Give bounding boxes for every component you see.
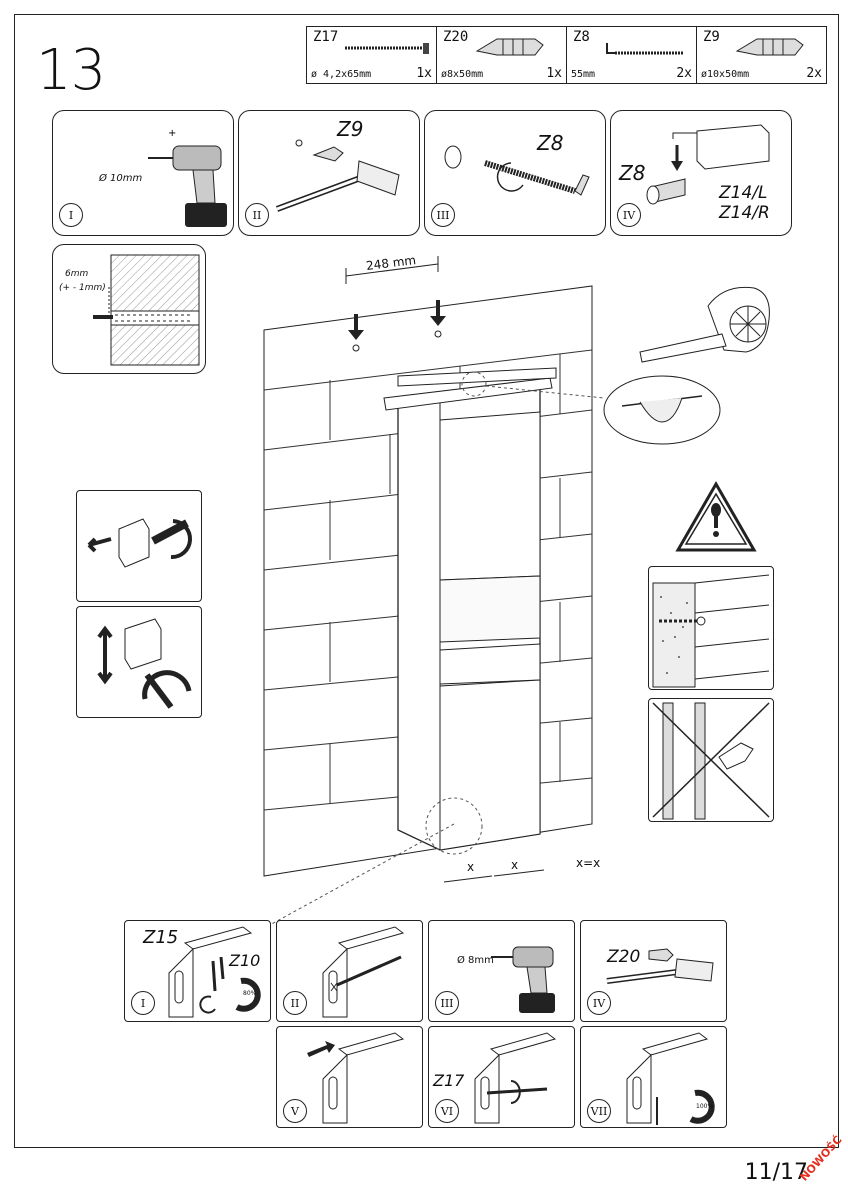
svg-text:+: + [168, 128, 176, 139]
part-label: Z9 [337, 117, 364, 141]
parts-table: Z17 ø 4,2x65mm 1x Z20 ø8x50mm 1x Z8 55mm… [306, 26, 827, 84]
part-label: Z8 [619, 161, 646, 185]
depth-tolerance: (+ - 1mm) [59, 283, 106, 293]
crossed-out-wall-icon [652, 702, 770, 820]
bottom-panel-1: Z15 Z10 80% I [124, 920, 271, 1022]
part-z17: Z17 ø 4,2x65mm 1x [307, 27, 437, 83]
top-panel-2: Z9 II [238, 110, 420, 236]
drill-size: Ø 10mm [99, 173, 143, 184]
part-qty: 2x [806, 66, 822, 81]
top-panel-4: Z8 Z14/L Z14/R IV [610, 110, 792, 236]
part-z9: Z9 ø10x50mm 2x [697, 27, 826, 83]
warning-icon [675, 480, 757, 552]
part-code: Z17 [313, 29, 339, 45]
bottom-panel-3: Ø 8mm III [428, 920, 575, 1022]
adjust-vertical-panel [76, 606, 202, 718]
torque-percent: 80% [243, 990, 257, 997]
screw-icon [345, 43, 429, 54]
drill-icon: + [148, 128, 227, 227]
step-badge: III [431, 203, 455, 227]
spacing-x-left: x [467, 860, 475, 874]
spacing-dimension-line [443, 869, 545, 883]
torque-percent: 100% [696, 1103, 714, 1110]
step-badge: II [245, 203, 269, 227]
bracket-mark-icon [322, 926, 405, 1018]
adjust-horizontal-panel [76, 490, 202, 602]
part-code: Z20 [443, 29, 469, 45]
part-label: Z15 [143, 927, 179, 948]
step-badge: VII [587, 1099, 611, 1123]
drill-depth: 6mm [65, 269, 89, 279]
step-badge: III [435, 991, 459, 1015]
page-number: 11/17 [744, 1160, 808, 1185]
wall-plug-section-icon [93, 254, 200, 366]
bracket-tighten-icon [626, 1032, 715, 1125]
bottom-panel-7: 100% VII [580, 1026, 727, 1128]
bottom-panel-2: II [276, 920, 423, 1022]
hook-screw-icon [606, 43, 683, 55]
bracket-adjust-icon [97, 618, 192, 709]
part-dim: ø 4,2x65mm [311, 69, 372, 80]
step-badge: I [59, 203, 83, 227]
zoom-leader-line [486, 385, 605, 399]
part-code: Z9 [703, 29, 720, 45]
hammer-icon [606, 948, 714, 984]
bracket-screw-icon [168, 926, 261, 1018]
step-badge: V [283, 1099, 307, 1123]
step-badge: I [131, 991, 155, 1015]
step-badge: II [283, 991, 307, 1015]
part-label-right: Z14/R [719, 203, 770, 223]
drill-size: Ø 8mm [457, 955, 494, 966]
step-badge: IV [587, 991, 611, 1015]
spacing-equation: x=x [576, 856, 601, 870]
plasterboard-wall-no-panel [648, 698, 774, 822]
part-code: Z8 [573, 29, 590, 45]
step-number: 13 [36, 38, 106, 103]
part-label: Z17 [433, 1071, 465, 1090]
part-dim: ø10x50mm [701, 69, 750, 80]
bottom-panel-6: Z17 VI [428, 1026, 575, 1128]
page-frame [14, 14, 839, 1148]
wall-plug-icon [475, 38, 544, 56]
part-qty: 2x [676, 66, 692, 81]
part-label: Z8 [537, 131, 564, 155]
hanger-bracket-icon [646, 124, 770, 205]
concrete-wall-ok-panel [648, 566, 774, 690]
bracket-screw-icon [474, 1032, 557, 1124]
tape-measure-icon [639, 286, 770, 363]
bottom-panel-4: Z20 IV [580, 920, 727, 1022]
drill-depth-detail: 6mm (+ - 1mm) [52, 244, 206, 374]
bottom-panel-5: V [276, 1026, 423, 1128]
top-panel-3: Z8 III [424, 110, 606, 236]
bracket-adjust-icon [87, 518, 193, 568]
drill-icon [491, 946, 555, 1013]
wall-plug-icon [735, 38, 804, 56]
part-qty: 1x [416, 66, 432, 81]
bracket-slide-icon [307, 1032, 405, 1124]
wall-cabinet-drawing [263, 256, 593, 877]
part-label-left: Z14/L [719, 183, 768, 203]
detail-leader-line [267, 823, 455, 927]
part-label: Z10 [229, 951, 261, 970]
part-label: Z20 [607, 947, 641, 967]
step-badge: IV [617, 203, 641, 227]
hook-screw-icon [444, 145, 590, 196]
spirit-level-zoom [603, 375, 721, 445]
spacing-x-right: x [511, 858, 519, 872]
part-z8: Z8 55mm 2x [567, 27, 697, 83]
step-badge: VI [435, 1099, 459, 1123]
part-qty: 1x [546, 66, 562, 81]
part-dim: 55mm [571, 69, 596, 80]
concrete-wall-icon [652, 574, 770, 688]
part-z20: Z20 ø8x50mm 1x [437, 27, 567, 83]
hammer-icon [275, 139, 400, 212]
part-dim: ø8x50mm [441, 69, 484, 80]
top-panel-1: + Ø 10mm I [52, 110, 234, 236]
